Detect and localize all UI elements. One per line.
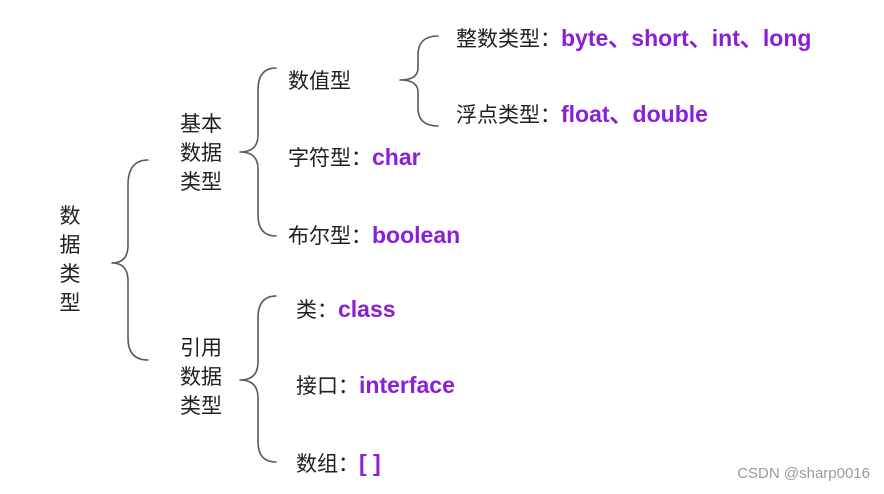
numeric-type-label: 数值型 (288, 69, 351, 93)
integer-types-prefix: 整数类型： (456, 27, 561, 51)
boolean-type-keyword: boolean (372, 222, 461, 248)
char-type-node: 字符型：char (288, 146, 421, 169)
basic-label-line: 数据 (180, 141, 222, 165)
reference-label-line: 引用 (180, 336, 222, 360)
root-label-char: 据 (59, 233, 81, 257)
float-types-node: 浮点类型：float、double (456, 103, 708, 126)
float-types-keywords: float、double (561, 101, 708, 127)
interface-type-node: 接口：interface (296, 374, 455, 397)
reference-types-label: 引用 数据 类型 (176, 334, 226, 421)
char-type-prefix: 字符型： (288, 146, 372, 170)
integer-types-keywords: byte、short、int、long (561, 25, 812, 51)
csdn-watermark: CSDN @sharp0016 (737, 465, 870, 482)
boolean-type-node: 布尔型：boolean (288, 224, 460, 247)
root-label-char: 类 (59, 262, 81, 286)
array-type-keyword: [ ] (359, 450, 381, 476)
array-type-prefix: 数组： (296, 452, 359, 476)
numeric-bracket (399, 35, 439, 127)
boolean-type-prefix: 布尔型： (288, 224, 372, 248)
root-bracket (111, 159, 149, 361)
basic-label-line: 类型 (180, 170, 222, 194)
reference-label-line: 类型 (180, 394, 222, 418)
root-label: 数 据 类 型 (57, 202, 83, 318)
reference-label-line: 数据 (180, 365, 222, 389)
interface-type-prefix: 接口： (296, 374, 359, 398)
root-label-char: 数 (59, 204, 81, 228)
integer-types-node: 整数类型：byte、short、int、long (456, 27, 811, 50)
interface-type-keyword: interface (359, 372, 455, 398)
char-type-keyword: char (372, 144, 421, 170)
basic-bracket (239, 67, 277, 237)
class-type-keyword: class (338, 296, 396, 322)
basic-types-label: 基本 数据 类型 (176, 110, 226, 197)
reference-bracket (239, 295, 277, 463)
float-types-prefix: 浮点类型： (456, 103, 561, 127)
array-type-node: 数组：[ ] (296, 452, 381, 475)
root-label-char: 型 (59, 291, 81, 315)
basic-label-line: 基本 (180, 112, 222, 136)
class-type-node: 类：class (296, 298, 396, 321)
class-type-prefix: 类： (296, 298, 338, 322)
